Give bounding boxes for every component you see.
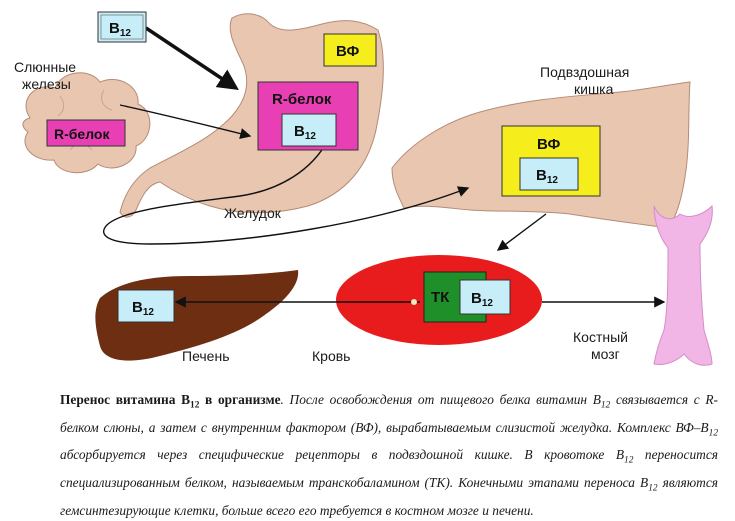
svg-text:B12: B12 (536, 167, 558, 186)
svg-text:ТК: ТК (431, 289, 450, 306)
liver-label: Печень (182, 348, 230, 364)
arrow-ileum-to-blood (496, 213, 547, 251)
caption-text: . После освобождения от пищевого белка в… (60, 392, 718, 518)
if-box-stomach: ВФ (323, 33, 377, 67)
svg-text:ВФ: ВФ (336, 43, 359, 60)
svg-text:B12: B12 (471, 290, 493, 309)
b12-transport-diagram: Слюнные железы Подвздошная кишка Желудок… (14, 11, 713, 366)
b12-box-liver: B12 (117, 289, 175, 323)
bone-marrow-shape (653, 204, 713, 366)
b12-box-free: B12 (97, 11, 147, 43)
svg-text:B12: B12 (132, 299, 154, 318)
svg-text:R-белок: R-белок (54, 126, 110, 142)
r-protein-b12-complex: R-белок B12 (257, 81, 359, 151)
figure-caption: Перенос витамина B12 в организме. После … (60, 389, 718, 521)
r-protein-box-salivary: R-белок (46, 119, 126, 147)
ileum-label-1: Подвздошная (540, 64, 629, 80)
if-b12-complex: ВФ B12 (501, 125, 601, 197)
ileum-label-2: кишка (574, 81, 614, 97)
salivary-glands-label-1: Слюнные (14, 59, 76, 75)
svg-text:R-белок: R-белок (272, 91, 332, 108)
svg-text:ВФ: ВФ (537, 136, 560, 153)
caption-title: Перенос витамина B12 в организме (60, 392, 281, 411)
arrow-salivary-to-stomach (119, 104, 252, 140)
stomach-label: Желудок (224, 205, 282, 221)
arrow-b12-to-stomach (145, 26, 239, 90)
bone-marrow-label-2: мозг (591, 346, 620, 362)
blood-label: Кровь (312, 348, 350, 364)
arrow-stomach-to-ileum (103, 139, 470, 245)
bone-marrow-label-1: Костный (573, 329, 628, 345)
salivary-glands-label-2: железы (22, 76, 71, 92)
svg-text:B12: B12 (109, 20, 131, 39)
tc-b12-complex: ТК B12 (411, 271, 511, 323)
svg-text:B12: B12 (294, 123, 316, 142)
stomach-shape (119, 13, 384, 218)
